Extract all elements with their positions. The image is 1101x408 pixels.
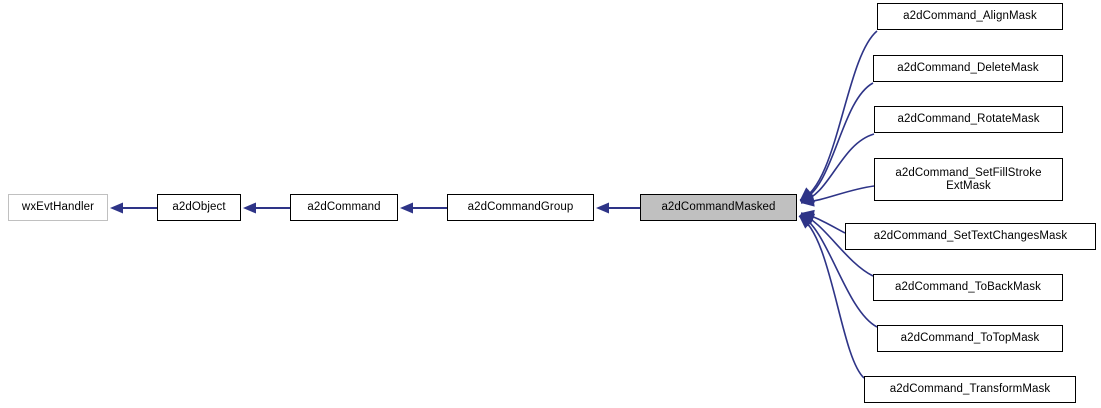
arrowhead bbox=[800, 215, 814, 227]
class-node-label: a2dCommand_DeleteMask bbox=[897, 62, 1039, 74]
class-node-label: a2dCommandMasked bbox=[661, 201, 776, 213]
class-node-a2dCommand_ToTopMask[interactable]: a2dCommand_ToTopMask bbox=[877, 325, 1063, 352]
inheritance-edge-a2dCommand bbox=[400, 202, 447, 214]
class-node-a2dCommand_AlignMask[interactable]: a2dCommand_AlignMask bbox=[877, 3, 1063, 30]
class-node-a2dCommand_DeleteMask[interactable]: a2dCommand_DeleteMask bbox=[873, 55, 1063, 82]
inheritance-edge-a2dCommandGroup bbox=[596, 202, 640, 214]
arrowhead bbox=[400, 202, 413, 214]
arrowhead bbox=[799, 216, 813, 229]
class-node-label: a2dCommand_RotateMask bbox=[897, 113, 1040, 125]
class-node-a2dObject[interactable]: a2dObject bbox=[157, 194, 241, 221]
class-node-a2dCommandGroup[interactable]: a2dCommandGroup bbox=[447, 194, 594, 221]
class-node-label: a2dCommandGroup bbox=[467, 201, 574, 213]
class-node-label: a2dCommand_SetFillStroke ExtMask bbox=[895, 166, 1042, 192]
class-node-a2dCommand[interactable]: a2dCommand bbox=[290, 194, 398, 221]
arrowhead bbox=[800, 189, 814, 201]
class-node-label: a2dObject bbox=[172, 201, 226, 213]
class-node-wxEvtHandler[interactable]: wxEvtHandler bbox=[8, 194, 108, 221]
class-node-label: a2dCommand bbox=[307, 201, 381, 213]
arrowhead bbox=[243, 202, 256, 214]
arrowhead bbox=[801, 209, 815, 221]
arrowhead bbox=[596, 202, 609, 214]
inheritance-edge-a2dCommand_AlignMask bbox=[799, 30, 878, 201]
class-node-label: a2dCommand_ToTopMask bbox=[900, 332, 1040, 344]
class-node-a2dCommandMasked[interactable]: a2dCommandMasked bbox=[640, 194, 797, 221]
arrowhead bbox=[110, 202, 123, 214]
class-node-label: a2dCommand_AlignMask bbox=[903, 10, 1037, 22]
class-node-label: wxEvtHandler bbox=[21, 201, 95, 213]
inheritance-edge-a2dCommand_RotateMask bbox=[800, 133, 875, 203]
class-node-a2dCommand_ToBackMask[interactable]: a2dCommand_ToBackMask bbox=[873, 274, 1063, 301]
class-node-a2dCommand_RotateMask[interactable]: a2dCommand_RotateMask bbox=[874, 106, 1063, 133]
class-node-a2dCommand_TransformMask[interactable]: a2dCommand_TransformMask bbox=[864, 376, 1076, 403]
inheritance-edge-wxEvtHandler bbox=[110, 202, 157, 214]
class-node-label: a2dCommand_ToBackMask bbox=[895, 281, 1041, 293]
arrowhead bbox=[800, 187, 814, 200]
class-node-a2dCommand_SetFillStrokeExtMask[interactable]: a2dCommand_SetFillStroke ExtMask bbox=[874, 158, 1063, 201]
arrowhead bbox=[801, 213, 816, 224]
inheritance-edge-a2dCommand_DeleteMask bbox=[799, 82, 874, 202]
class-node-label: a2dCommand_SetTextChangesMask bbox=[873, 230, 1068, 242]
arrowhead bbox=[801, 195, 815, 207]
inheritance-edge-a2dCommand_SetFillStrokeExtMask bbox=[800, 185, 875, 204]
arrowhead bbox=[801, 192, 816, 203]
inheritance-edge-a2dObject bbox=[243, 202, 290, 214]
class-node-a2dCommand_SetTextChangesMask[interactable]: a2dCommand_SetTextChangesMask bbox=[845, 223, 1096, 250]
inheritance-edge-a2dCommand_SetTextChangesMask bbox=[800, 212, 846, 234]
class-node-label: a2dCommand_TransformMask bbox=[889, 383, 1051, 395]
